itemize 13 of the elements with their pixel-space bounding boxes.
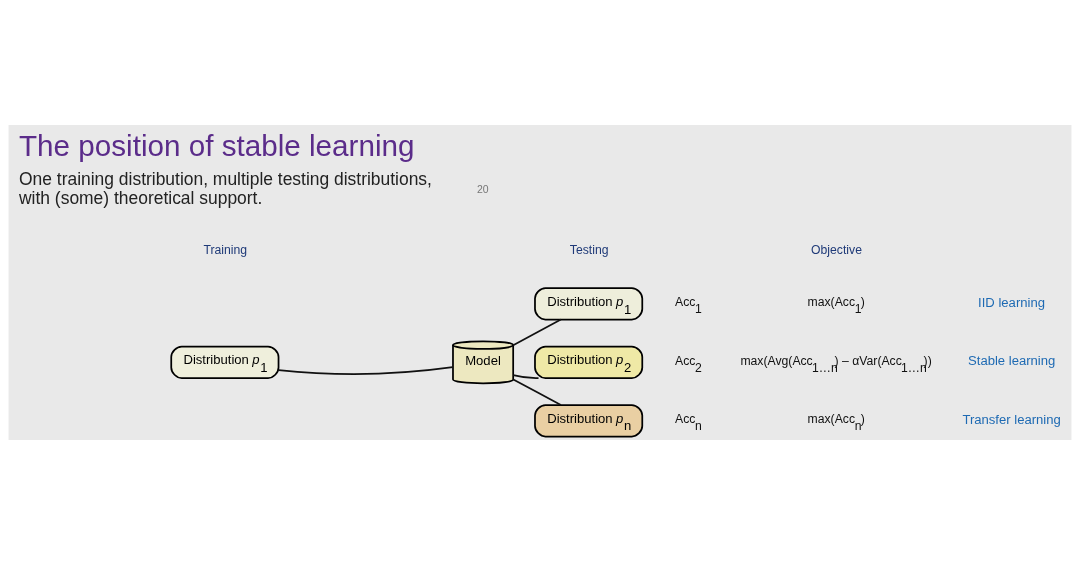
diagram-title: The position of stable learning — [19, 128, 415, 162]
label: Objective — [811, 242, 862, 257]
label: IID learning — [978, 294, 1045, 310]
label: Training — [203, 242, 248, 257]
label: Transfer learning — [962, 411, 1061, 427]
connector — [512, 378, 562, 406]
label: 20 — [476, 184, 489, 196]
label: Testing — [569, 242, 609, 257]
label: Stable learning — [968, 353, 1056, 369]
label: One training distribution, multiple testing distributions, with (some) theoretical support. — [19, 169, 432, 209]
connector — [512, 374, 540, 379]
connector — [277, 366, 454, 375]
connector — [512, 318, 562, 347]
